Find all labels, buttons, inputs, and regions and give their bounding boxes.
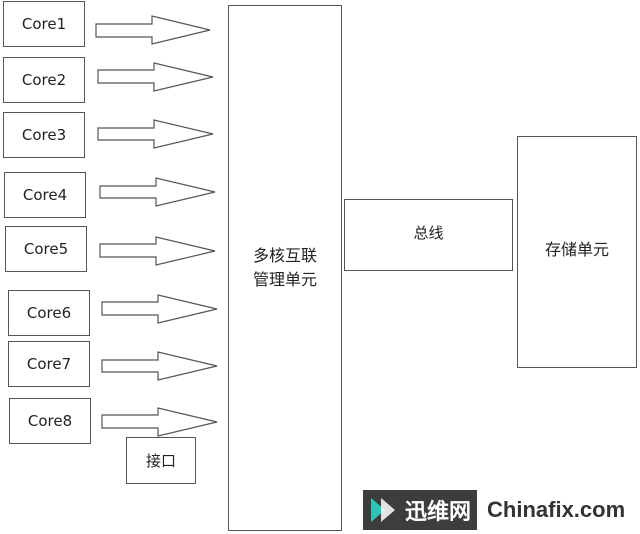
watermark-cn: 迅维网 <box>403 490 478 530</box>
core-box-5: Core5 <box>5 226 87 272</box>
multicore-management-unit: 多核互联 管理单元 <box>228 5 342 531</box>
arrow-core2 <box>97 62 214 92</box>
core-box-6: Core6 <box>8 290 90 336</box>
multicore-label-line2: 管理单元 <box>252 270 317 289</box>
core-box-7: Core7 <box>8 341 90 387</box>
core-box-8: Core8 <box>9 398 91 444</box>
core-label: Core4 <box>22 186 68 204</box>
bus-box: 总线 <box>344 199 513 271</box>
core-box-1: Core1 <box>3 1 85 47</box>
arrow-core1 <box>95 15 211 45</box>
core-box-2: Core2 <box>3 57 85 103</box>
core-label: Core1 <box>21 15 67 33</box>
multicore-label-line1: 多核互联 <box>252 246 317 265</box>
storage-unit-box: 存储单元 <box>517 136 637 368</box>
arrow-core5 <box>99 236 216 266</box>
interface-label: 接口 <box>145 452 176 470</box>
bus-label: 总线 <box>413 223 444 242</box>
core-label: Core7 <box>26 355 72 373</box>
core-label: Core5 <box>23 240 69 258</box>
watermark: 迅维网 Chinafix.com <box>363 490 639 530</box>
core-label: Core8 <box>27 412 73 430</box>
core-box-3: Core3 <box>3 112 85 158</box>
core-label: Core2 <box>21 71 67 89</box>
interface-box: 接口 <box>126 437 196 484</box>
arrow-core4 <box>99 177 216 207</box>
arrow-core7 <box>101 351 218 381</box>
arrow-core6 <box>101 294 218 324</box>
arrow-core8 <box>101 407 218 437</box>
storage-label: 存储单元 <box>544 240 609 259</box>
core-label: Core3 <box>21 126 67 144</box>
core-box-4: Core4 <box>4 172 86 218</box>
core-label: Core6 <box>26 304 72 322</box>
arrow-core3 <box>97 119 214 149</box>
watermark-en: Chinafix.com <box>487 497 626 522</box>
chinafix-logo-icon <box>363 490 403 530</box>
